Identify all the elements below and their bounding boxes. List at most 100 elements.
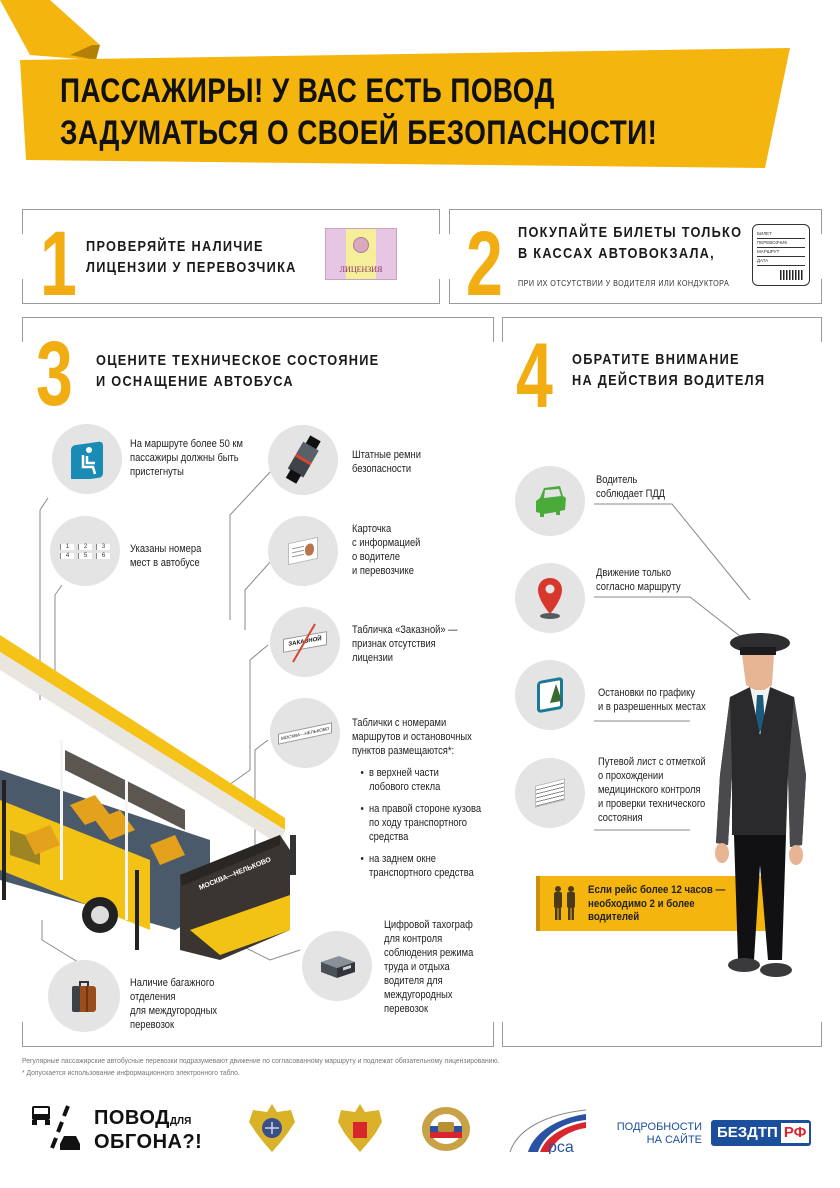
map-pin-circle (515, 563, 585, 633)
text-line: Табличка «Заказной» — (352, 624, 458, 636)
more-info-line-2: НА САЙТЕ (646, 1134, 702, 1146)
seat-number: 5 (78, 552, 92, 559)
section-2-note: ПРИ ИХ ОТСУТСТВИИ У ВОДИТЕЛЯ ИЛИ КОНДУКТ… (518, 279, 730, 288)
license-label: ЛИЦЕНЗИЯ (339, 265, 383, 274)
seat-numbers-icon: 1 2 3 4 5 6 (60, 543, 110, 559)
text-line: по ходу транспортного (369, 817, 467, 829)
section-2-box (448, 209, 823, 304)
two-drivers-icon (554, 886, 575, 920)
seat-number: 6 (96, 552, 110, 559)
section-1-box (21, 209, 441, 304)
suitcase-circle (48, 960, 120, 1032)
text-line: Цифровой тахограф (384, 919, 473, 931)
section-2-number: 2 (466, 213, 503, 315)
license-document-icon: ЛИЦЕНЗИЯ (325, 228, 397, 280)
item-driver-card: Карточка с информацией о водителе и пере… (352, 522, 420, 578)
waybill-icon (535, 778, 565, 808)
route-sign-bullets: в верхней части лобового стекла на право… (352, 766, 482, 880)
section-3-title-line-2: И ОСНАЩЕНИЕ АВТОБУСА (96, 373, 294, 390)
text-line: труда и отдыха (384, 961, 450, 973)
footnote-electronic-board: * Допускается использование информационн… (22, 1068, 240, 1077)
tachograph-icon (321, 956, 355, 978)
tachograph-circle (302, 931, 372, 1001)
text-line: и в разрешенных местах (598, 701, 706, 713)
section-3-title: ОЦЕНИТЕ ТЕХНИЧЕСКОЕ СОСТОЯНИЕ И ОСНАЩЕНИ… (96, 350, 379, 392)
seat-number: 3 (96, 543, 110, 550)
text-line: для контроля (384, 933, 443, 945)
text-line: Если рейс более 12 часов — (588, 884, 726, 896)
rsa-logo-icon: рса (509, 1109, 587, 1154)
header-banner (20, 48, 790, 168)
route-sign-circle: МОСКВА—НЕЛЬКОВО (270, 698, 340, 768)
text-line: на правой стороне кузова (369, 803, 482, 815)
text-line: на заднем окне (369, 853, 436, 865)
bullet-item: на правой стороне кузова по ходу транспо… (361, 802, 482, 844)
item-route-only: Движение только согласно маршруту (596, 566, 681, 594)
text-line: Карточка (352, 523, 392, 535)
waybill-circle (515, 758, 585, 828)
text-line: средства (369, 831, 409, 843)
item-traffic-rules: Водитель соблюдает ПДД (596, 473, 665, 501)
text-line: междугородных (384, 989, 453, 1001)
two-drivers-text: Если рейс более 12 часов — необходимо 2 … (588, 884, 725, 925)
title-line-1: ПАССАЖИРЫ! У ВАС ЕСТЬ ПОВОД (60, 72, 555, 110)
text-line: о водителе (352, 551, 401, 563)
barcode-icon (780, 270, 804, 280)
gibdd-emblem-icon (422, 1107, 470, 1151)
item-seatbelts: Штатные ремни безопасности (352, 448, 421, 476)
brand-name: ПОВОДДЛЯ ОБГОНА?! (94, 1108, 202, 1152)
text-line: лобового стекла (369, 781, 441, 793)
text-line: в верхней части (369, 767, 439, 779)
text-line: Таблички с номерами (352, 717, 447, 729)
more-info-line-1: ПОДРОБНОСТИ (616, 1121, 702, 1133)
footnote-regular-transport: Регулярные пассажирские автобусные перев… (22, 1056, 500, 1065)
brand-line-1: ПОВОД (94, 1107, 170, 1129)
section-4-title: ОБРАТИТЕ ВНИМАНИЕ НА ДЕЙСТВИЯ ВОДИТЕЛЯ (572, 349, 765, 391)
text-line: перевозок (384, 1003, 429, 1015)
seat-number: 2 (78, 543, 92, 550)
banner-fold-icon (0, 0, 100, 60)
seat-icon (71, 441, 103, 479)
text-line: с информацией (352, 537, 421, 549)
bus-stop-sign-icon (537, 676, 563, 714)
section-1-number: 1 (40, 213, 77, 315)
seat-number: 1 (60, 543, 74, 550)
mintrans-emblem-icon (249, 1104, 295, 1152)
ticket-field: ДАТА (757, 257, 805, 266)
text-line: Штатные ремни (352, 449, 421, 461)
section-1-title-line-1: ПРОВЕРЯЙТЕ НАЛИЧИЕ (86, 238, 264, 255)
ticket-field: БИЛЕТ (757, 230, 805, 239)
text-line: Путевой лист с отметкой (598, 756, 706, 768)
item-route-signs: Таблички с номерами маршрутов и останово… (352, 716, 481, 880)
text-line: и проверки технического (598, 798, 706, 810)
ticket-icon: БИЛЕТ ПЕРЕВОЗЧИК МАРШРУТ ДАТА (752, 224, 810, 286)
text-line: пассажиры должны быть (130, 452, 239, 464)
item-seat-numbers: Указаны номера мест в автобусе (130, 542, 201, 570)
item-tachograph: Цифровой тахограф для контроля соблюдени… (384, 918, 473, 1016)
id-card-circle (268, 516, 338, 586)
site-suffix: РФ (780, 1123, 810, 1143)
brand-small: ДЛЯ (169, 1116, 192, 1127)
section-2-title-line-1: ПОКУПАЙТЕ БИЛЕТЫ ТОЛЬКО (518, 224, 743, 241)
bullet-item: на заднем окне транспортного средства (361, 852, 482, 880)
seat-numbers-circle: 1 2 3 4 5 6 (50, 516, 120, 586)
section-1-title: ПРОВЕРЯЙТЕ НАЛИЧИЕ ЛИЦЕНЗИИ У ПЕРЕВОЗЧИК… (86, 236, 297, 278)
text-line: соблюдения режима (384, 947, 474, 959)
text-line: безопасности (352, 463, 412, 475)
section-4-title-line-1: ОБРАТИТЕ ВНИМАНИЕ (572, 351, 740, 368)
rostransnadzor-emblem-icon (338, 1104, 382, 1152)
seatbelt-icon (285, 435, 321, 484)
text-line: Наличие багажного (130, 977, 215, 989)
text-line: На маршруте более 50 км (130, 438, 243, 450)
id-card-icon (288, 536, 318, 566)
section-3-title-line-1: ОЦЕНИТЕ ТЕХНИЧЕСКОЕ СОСТОЯНИЕ (96, 352, 380, 369)
title-line-2: ЗАДУМАТЬСЯ О СВОЕЙ БЕЗОПАСНОСТИ! (60, 114, 658, 152)
text-line: отделения (130, 991, 176, 1003)
section-4-title-line-2: НА ДЕЙСТВИЯ ВОДИТЕЛЯ (572, 372, 766, 389)
text-line: согласно маршруту (596, 581, 681, 593)
bullet-item: в верхней части лобового стекла (361, 766, 482, 794)
section-1-title-line-2: ЛИЦЕНЗИИ У ПЕРЕВОЗЧИКА (86, 259, 297, 276)
brand-logo-icon (32, 1105, 80, 1150)
text-line: водителей (588, 911, 640, 923)
